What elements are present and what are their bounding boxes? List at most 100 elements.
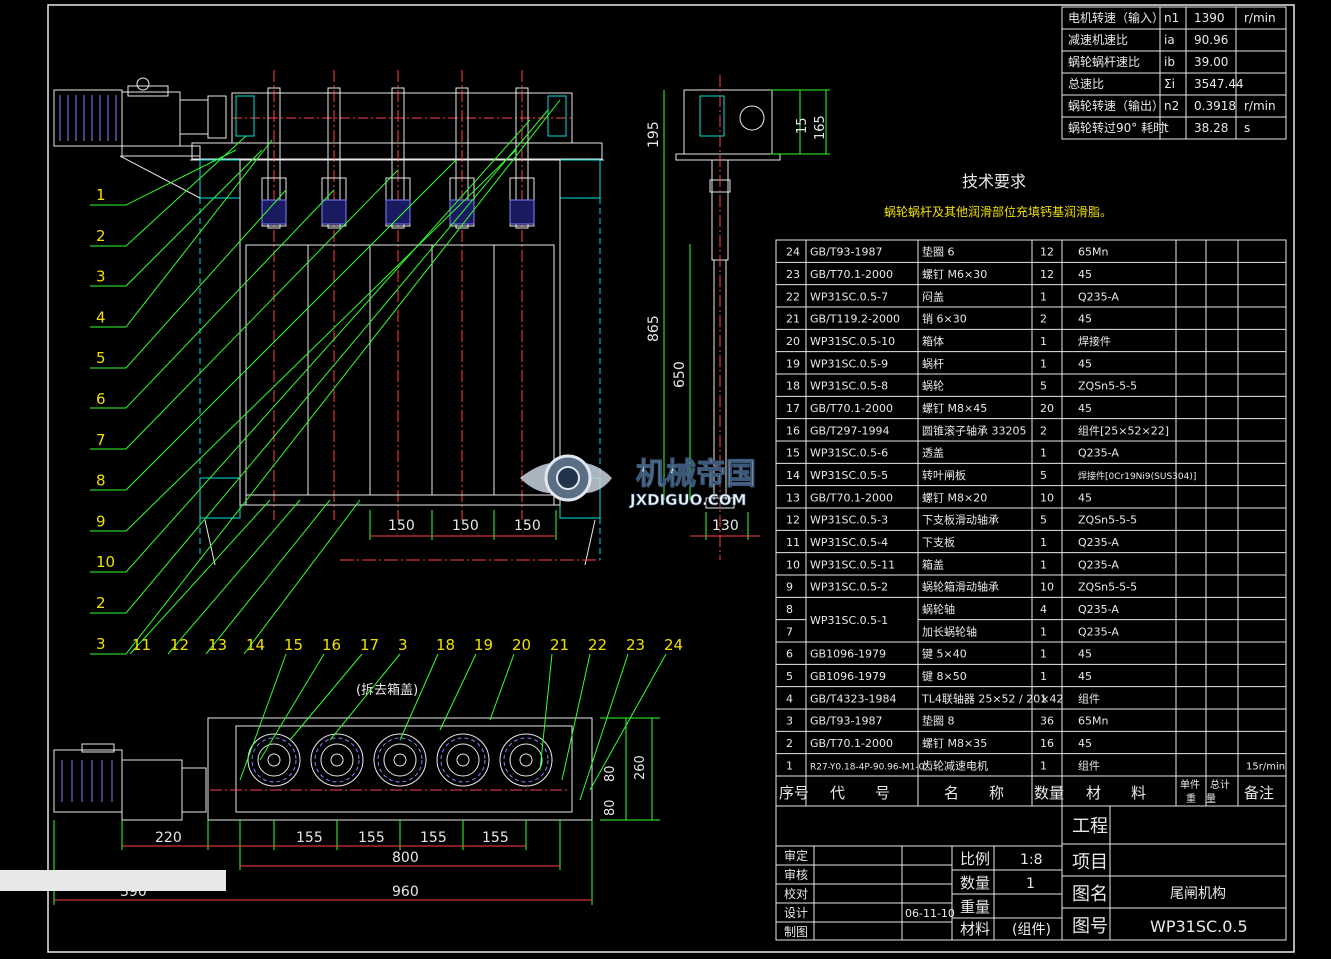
drawing-name-label: 图名: [1072, 884, 1108, 905]
param-unit: r/min: [1244, 99, 1276, 113]
param-unit: s: [1244, 121, 1250, 135]
balloon-label: 16: [322, 636, 341, 654]
bom-qty: 20: [1040, 402, 1054, 415]
dim-155-b: 155: [358, 830, 385, 846]
dim-260: 260: [633, 755, 648, 780]
overlay-bar: [0, 870, 226, 891]
dim-150-c: 150: [514, 518, 541, 534]
bom-name: 垫圈 8: [922, 714, 955, 728]
worm-shafts: [261, 70, 535, 520]
bom-code: WP31SC.0.5-7: [810, 290, 888, 303]
bom-name: 螺钉 M8×20: [922, 491, 987, 504]
param-label: 蜗轮转速（输出）: [1068, 98, 1164, 113]
bom-code: WP31SC.0.5-6: [810, 447, 888, 460]
bom-code: GB1096-1979: [810, 648, 886, 661]
balloon-label: 17: [360, 636, 379, 654]
bom-material: 45: [1078, 313, 1092, 326]
dim-800: 800: [392, 850, 419, 866]
bom-qty: 1: [1040, 447, 1047, 460]
bom-name: 蜗杆: [922, 356, 944, 370]
bom-code: WP31SC.0.5-4: [810, 536, 888, 549]
bom-no: 1: [786, 759, 793, 772]
bom-name: 螺钉 M8×45: [922, 402, 987, 415]
plan-note: (拆去箱盖): [356, 682, 418, 698]
bom-no: 2: [786, 737, 793, 750]
balloon-label: 3: [96, 268, 106, 286]
param-label: 减速机速比: [1068, 33, 1128, 47]
balloon-label: 3: [398, 636, 408, 654]
bom-note: 15r/min: [1246, 761, 1285, 772]
material-label: 材料: [960, 920, 990, 938]
bom-material: 45: [1078, 737, 1092, 750]
param-value: 38.28: [1194, 121, 1228, 135]
dim-195: 195: [646, 121, 662, 148]
bom-code: GB/T93-1987: [810, 246, 882, 259]
bom-qty: 5: [1040, 514, 1047, 527]
balloon-label: 21: [550, 636, 569, 654]
bom-material: 65Mn: [1078, 246, 1108, 259]
role-label: 审定: [784, 848, 808, 863]
balloon-label: 6: [96, 390, 106, 408]
balloon-label: 20: [512, 636, 531, 654]
bom-qty: 1: [1040, 558, 1047, 571]
weight-label: 重量: [960, 898, 990, 916]
gearbox: [121, 91, 181, 147]
balloon-label: 13: [208, 636, 227, 654]
bom-header-weight: 重 量: [1186, 792, 1216, 805]
balloon-label: 1: [96, 186, 106, 204]
param-symbol: t: [1164, 121, 1169, 135]
bom-no: 5: [786, 670, 793, 683]
front-view: 150 150 150: [53, 70, 604, 566]
date-value: 06-11-10: [905, 907, 955, 920]
bom-qty: 12: [1040, 268, 1054, 281]
bom-name: 键 5×40: [922, 647, 967, 661]
tech-title: 技术要求: [962, 172, 1026, 191]
dim-130: 130: [712, 518, 739, 534]
bom-no: 17: [786, 402, 800, 415]
dim-150-b: 150: [452, 518, 479, 534]
param-symbol: n1: [1164, 11, 1179, 25]
dim-865: 865: [646, 315, 662, 342]
bom-material: ZQSn5-5-5: [1078, 514, 1137, 527]
bom-code: WP31SC.0.5-8: [810, 380, 888, 393]
param-symbol: n2: [1164, 99, 1179, 113]
watermark-en: JXDIGUO.COM: [629, 491, 746, 509]
scale-label: 比例: [960, 850, 990, 868]
role-label: 设计: [784, 906, 808, 920]
bom-qty: 10: [1040, 581, 1054, 594]
project-label: 工程: [1072, 816, 1108, 837]
bom-qty: 16: [1040, 737, 1054, 750]
bom-name: 箱盖: [922, 557, 944, 571]
plan-view: 220 155 155 155 155 800 960 390 80 80 26…: [53, 682, 660, 905]
bom-qty: 36: [1040, 715, 1054, 728]
param-value: 39.00: [1194, 55, 1228, 69]
bom-no: 9: [786, 581, 793, 594]
bom-code: WP31SC.0.5-3: [810, 514, 888, 527]
bom-material: Q235-A: [1078, 625, 1119, 638]
bom-code: WP31SC.0.5-10: [810, 335, 895, 348]
bom-code: WP31SC.0.5-9: [810, 357, 888, 370]
bom-material: 65Mn: [1078, 715, 1108, 728]
bom-qty: 1: [1040, 536, 1047, 549]
side-view: 195 865 650 15 165 130: [646, 75, 830, 560]
param-symbol: Σi: [1164, 77, 1175, 91]
dim-960: 960: [392, 884, 419, 900]
dim-155-d: 155: [482, 830, 509, 846]
dim-15: 15: [795, 117, 810, 134]
bom-qty: 1: [1040, 335, 1047, 348]
scale-value: 1:8: [1020, 852, 1043, 868]
bom-qty: 4: [1040, 603, 1047, 616]
bom-code: WP31SC.0.5-11: [810, 558, 895, 571]
bom-qty: 1: [1040, 625, 1047, 638]
bom-qty: 1: [1040, 290, 1047, 303]
dim-80-b: 80: [603, 799, 618, 816]
bom-material: Q235-A: [1078, 603, 1119, 616]
bom-no: 19: [786, 357, 800, 370]
balloon-label: 4: [96, 308, 106, 326]
param-label: 蜗轮转过90° 耗时: [1068, 120, 1165, 135]
bom-no: 6: [786, 648, 793, 661]
drawing-name: 尾闸机构: [1170, 886, 1226, 902]
